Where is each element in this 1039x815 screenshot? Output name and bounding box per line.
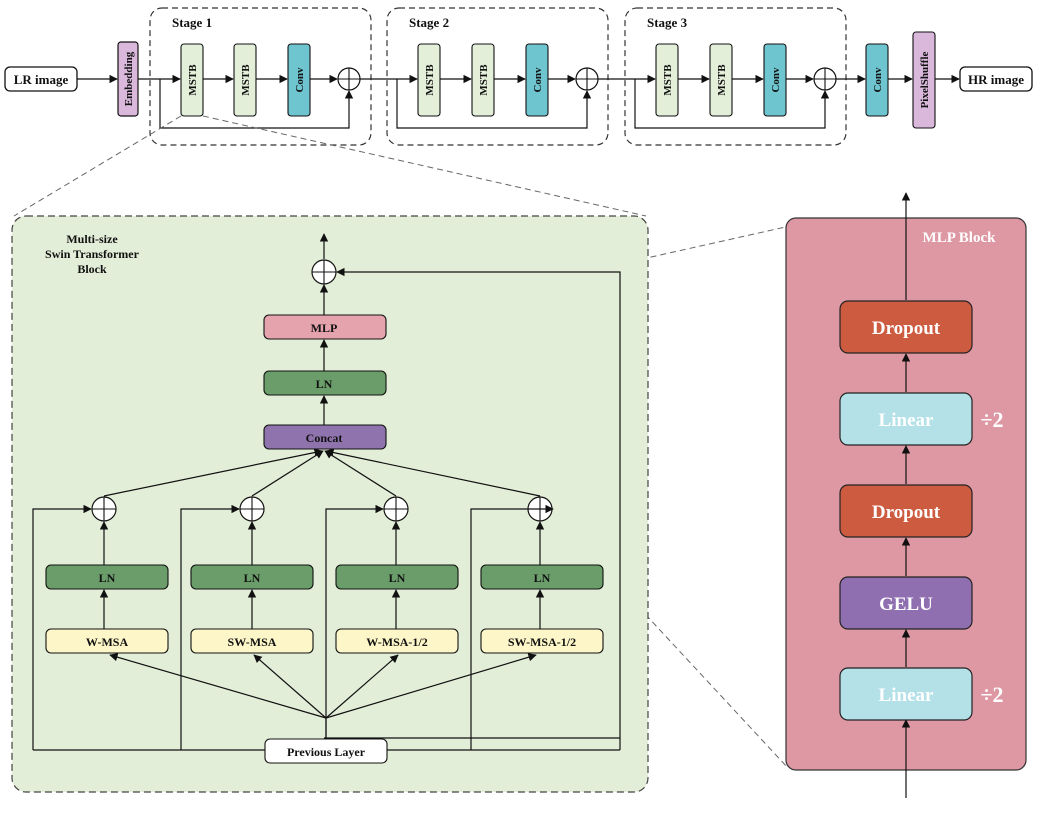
branch-w-msa: LN W-MSA	[32, 496, 169, 750]
mlp-dropout-top	[839, 300, 973, 354]
lr-image-label: LR image	[14, 72, 69, 87]
mlp-block-title: MLP Block	[923, 230, 997, 246]
mstb-title-line2: Swin Transformer	[45, 247, 140, 261]
mlp-linear-top-label: Linear	[879, 410, 934, 431]
branch-3-attn	[335, 628, 459, 654]
stage-1-mstb-1	[180, 43, 204, 117]
stage-1-mstb-1-label: MSTB	[187, 64, 199, 96]
stage-2-conv-label: Conv	[532, 67, 544, 93]
pixelshuffle-label: PixelShuffle	[919, 51, 931, 108]
final-conv	[865, 43, 889, 117]
stage-2-title: Stage 2	[409, 15, 449, 30]
stage-3-conv	[763, 43, 787, 117]
final-conv-label: Conv	[872, 67, 884, 93]
mstb-panel: Multi-size Swin Transformer Block MLP LN…	[11, 215, 649, 793]
mlp-dropout-mid	[839, 484, 973, 538]
stage-3-frame	[624, 7, 847, 146]
branch-1-attn-label: W-MSA	[86, 635, 129, 649]
embedding-label: Embedding	[123, 51, 135, 106]
concat-label: Concat	[306, 431, 343, 445]
branch-2-attn-label: SW-MSA	[228, 635, 277, 649]
stage-3-mstb-1-label: MSTB	[662, 64, 674, 96]
mlp-gelu	[839, 576, 973, 630]
branch-2-attn	[190, 628, 314, 654]
mlp-linear-top-note: ÷2	[980, 407, 1003, 432]
branch-1-ln-label: LN	[99, 571, 116, 585]
branch-4-ln	[480, 564, 604, 590]
branch-4-attn	[480, 628, 604, 654]
stage-1-mstb-2-label: MSTB	[240, 64, 252, 96]
stage-2-frame	[386, 7, 609, 146]
branch-2-ln	[190, 564, 314, 590]
stage-2-mstb-1	[417, 43, 441, 117]
stage-3-mstb-1	[655, 43, 679, 117]
branch-4-ln-label: LN	[534, 571, 551, 585]
branch-3-ln-label: LN	[389, 571, 406, 585]
branch-1-attn	[45, 628, 169, 654]
stage-3-conv-label: Conv	[770, 67, 782, 93]
stage-1-title: Stage 1	[172, 15, 212, 30]
mlp-panel: MLP Block Dropout Linear ÷2 Dropout GELU…	[785, 192, 1027, 798]
hr-image-label: HR image	[968, 72, 1024, 87]
mlp-dropout-mid-label: Dropout	[872, 502, 941, 523]
branch-3-ln	[335, 564, 459, 590]
mlp-linear-bottom	[839, 667, 973, 721]
mstb-title-line1: Multi-size	[66, 232, 118, 246]
hr-image-box	[959, 66, 1033, 92]
stage-2-mstb-2	[471, 43, 495, 117]
branch-2-ln-label: LN	[244, 571, 261, 585]
branch-sw-msa-half: LN SW-MSA-1/2	[470, 496, 604, 750]
stage-3-title: Stage 3	[647, 15, 688, 30]
stage-1-mstb-2	[233, 43, 257, 117]
stage-2-conv	[525, 43, 549, 117]
stage-1-conv	[287, 43, 311, 117]
mlp-linear-bottom-note: ÷2	[980, 682, 1003, 707]
mstb-ln-label: LN	[316, 377, 333, 391]
concat-box	[263, 424, 387, 450]
pipeline: LR image Embedding Stage 1 MSTB MSTB Con…	[4, 7, 1033, 146]
branch-1-ln	[45, 564, 169, 590]
mlp-box	[263, 314, 387, 340]
mlp-label: MLP	[311, 321, 338, 335]
stage-2-mstb-2-label: MSTB	[478, 64, 490, 96]
branch-w-msa-half: LN W-MSA-1/2	[325, 496, 459, 738]
mstb-title-line3: Block	[77, 262, 107, 276]
previous-layer-box	[264, 738, 388, 764]
mstb-ln-box	[263, 370, 387, 396]
branch-4-attn-label: SW-MSA-1/2	[508, 635, 576, 649]
mlp-linear-bottom-label: Linear	[879, 685, 934, 706]
stage-1-frame	[149, 7, 372, 146]
pixelshuffle-block	[912, 31, 936, 129]
mlp-gelu-label: GELU	[879, 594, 933, 615]
stage-2-mstb-1-label: MSTB	[424, 64, 436, 96]
stage-3-mstb-2-label: MSTB	[716, 64, 728, 96]
mlp-dropout-top-label: Dropout	[872, 318, 941, 339]
branch-sw-msa: LN SW-MSA	[180, 496, 314, 750]
mlp-linear-top	[839, 392, 973, 446]
stage-3-mstb-2	[709, 43, 733, 117]
stage-1-conv-label: Conv	[294, 67, 306, 93]
previous-layer-label: Previous Layer	[287, 745, 366, 759]
branch-3-attn-label: W-MSA-1/2	[366, 635, 428, 649]
